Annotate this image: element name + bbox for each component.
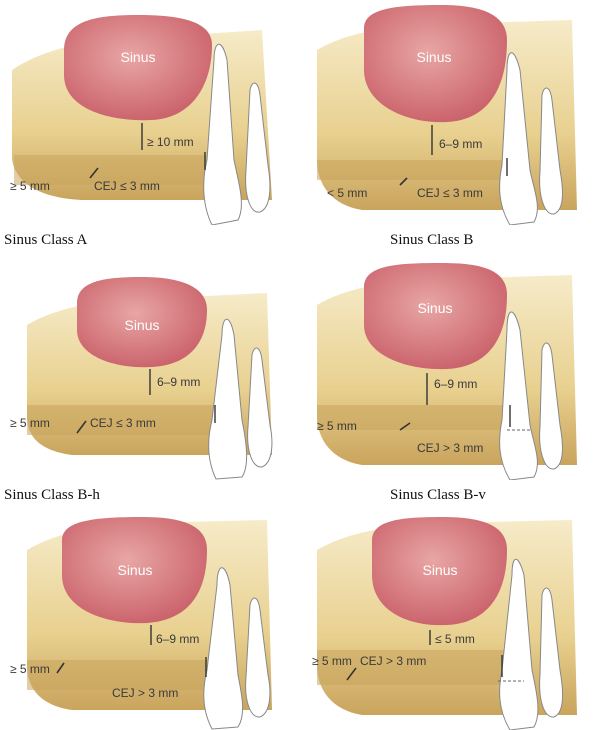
sinus-label: Sinus <box>117 562 152 578</box>
panel-class-b-h: Sinus 6–9 mm ≥ 5 mm CEJ ≤ 3 mm <box>2 255 292 480</box>
cej-label: CEJ ≤ 3 mm <box>90 416 156 430</box>
panel-class-b-v: Sinus 6–9 mm ≥ 5 mm CEJ > 3 mm <box>302 255 592 480</box>
cej-label: CEJ ≤ 3 mm <box>417 186 483 200</box>
cej-label: CEJ > 3 mm <box>360 654 426 668</box>
diagram-class-b: Sinus 6–9 mm < 5 mm CEJ ≤ 3 mm <box>302 0 592 225</box>
caption-class-b-v: Sinus Class B-v <box>390 487 486 504</box>
cej-label: CEJ ≤ 3 mm <box>94 179 160 193</box>
caption-class-b: Sinus Class B <box>390 232 473 249</box>
diagram-class-b-v: Sinus 6–9 mm ≥ 5 mm CEJ > 3 mm <box>302 255 592 480</box>
height-label: 6–9 mm <box>439 137 482 151</box>
sinus-label: Sinus <box>417 300 452 316</box>
alveolar-crest-band <box>317 160 522 180</box>
sinus-shape <box>364 263 507 369</box>
diagram-class-b-h: Sinus 6–9 mm ≥ 5 mm CEJ ≤ 3 mm <box>2 255 292 480</box>
width-label: ≥ 5 mm <box>10 662 50 676</box>
caption-class-b-h: Sinus Class B-h <box>4 487 100 504</box>
panel-class-a: Sinus ≥ 10 mm ≥ 5 mm CEJ ≤ 3 mm <box>2 0 292 225</box>
panel-class-c: Sinus 6–9 mm ≥ 5 mm CEJ > 3 mm <box>2 505 292 730</box>
panel-class-b: Sinus 6–9 mm < 5 mm CEJ ≤ 3 mm <box>302 0 592 225</box>
sinus-label: Sinus <box>120 49 155 65</box>
height-label: ≤ 5 mm <box>435 632 475 646</box>
sinus-shape <box>64 15 212 120</box>
diagram-class-a: Sinus ≥ 10 mm ≥ 5 mm CEJ ≤ 3 mm <box>2 0 292 225</box>
diagram-class-d: Sinus ≤ 5 mm ≥ 5 mm CEJ > 3 mm <box>302 505 592 730</box>
cej-label: CEJ > 3 mm <box>112 686 178 700</box>
height-label: ≥ 10 mm <box>147 135 194 149</box>
caption-class-a: Sinus Class A <box>4 232 87 249</box>
sinus-label: Sinus <box>422 562 457 578</box>
panel-class-d: Sinus ≤ 5 mm ≥ 5 mm CEJ > 3 mm <box>302 505 592 730</box>
width-label: < 5 mm <box>327 186 367 200</box>
height-label: 6–9 mm <box>157 375 200 389</box>
sinus-label: Sinus <box>416 49 451 65</box>
diagram-class-c: Sinus 6–9 mm ≥ 5 mm CEJ > 3 mm <box>2 505 292 730</box>
cej-label: CEJ > 3 mm <box>417 441 483 455</box>
adjacent-tooth <box>246 83 270 212</box>
width-label: ≥ 5 mm <box>10 179 50 193</box>
width-label: ≥ 5 mm <box>317 419 357 433</box>
height-label: 6–9 mm <box>156 632 199 646</box>
width-label: ≥ 5 mm <box>312 654 352 668</box>
height-label: 6–9 mm <box>434 377 477 391</box>
width-label: ≥ 5 mm <box>10 416 50 430</box>
sinus-label: Sinus <box>124 317 159 333</box>
